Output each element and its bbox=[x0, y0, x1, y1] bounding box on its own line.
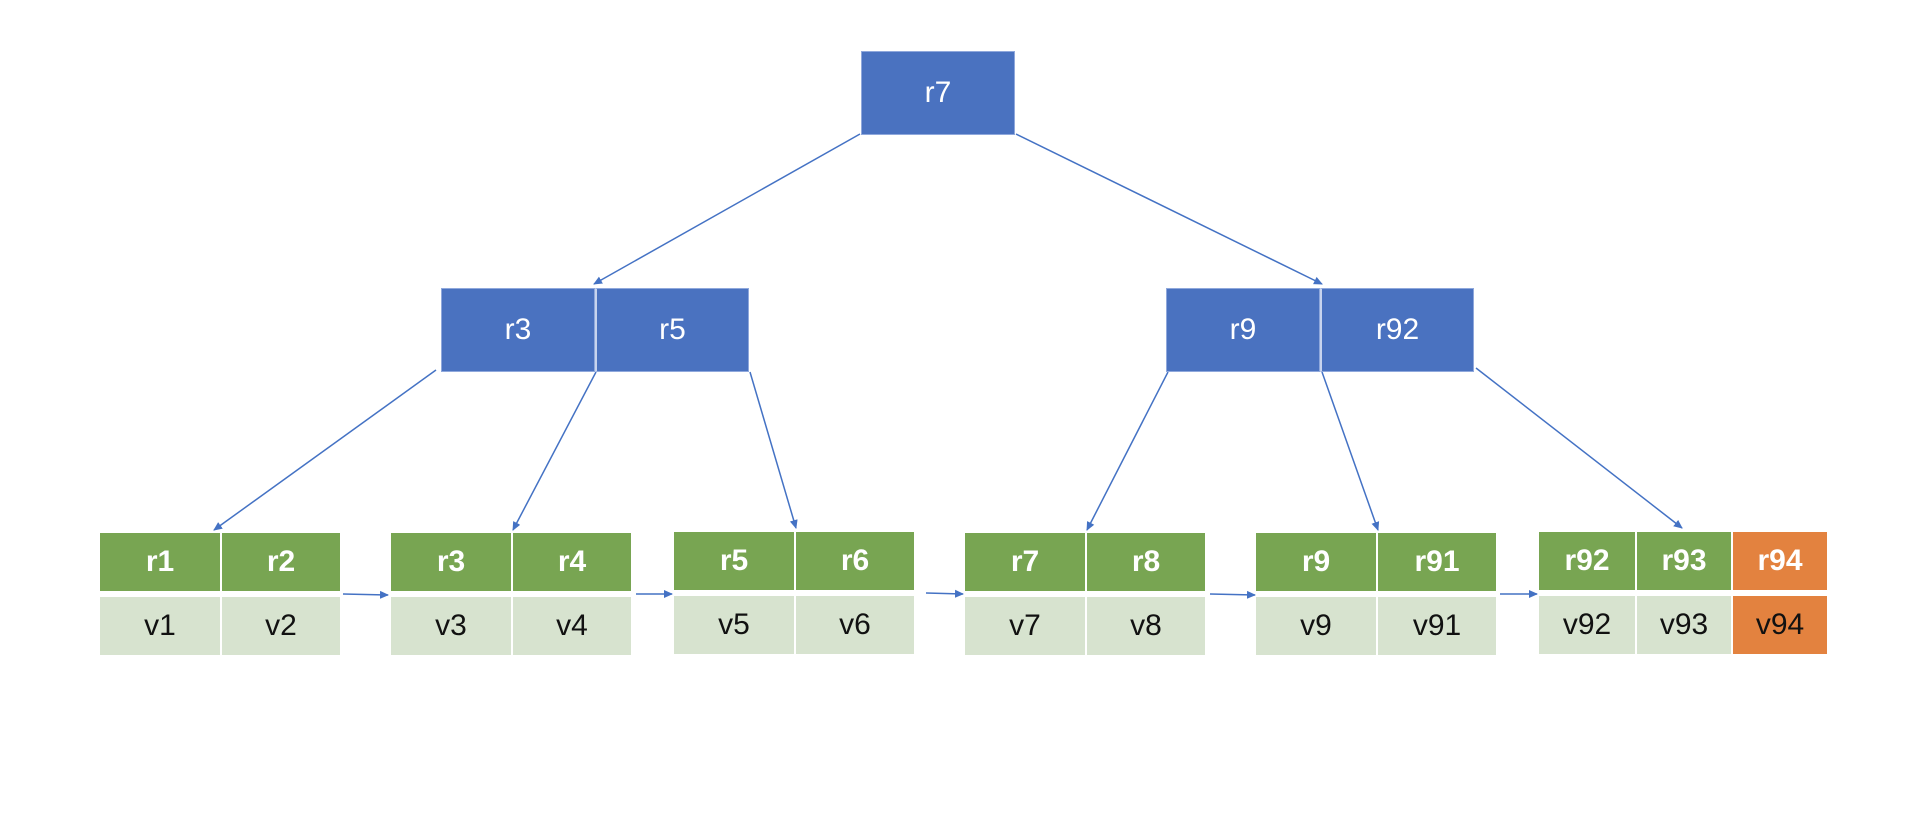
leaf-key: r7 bbox=[965, 533, 1085, 591]
edge-root-to-right bbox=[1015, 133, 1323, 285]
leaf-value-row: v9 v91 bbox=[1256, 597, 1496, 655]
leaf-link-3-4 bbox=[925, 589, 964, 598]
leaf-value: v6 bbox=[794, 596, 914, 654]
leaf-node-1: r1 r2 v1 v2 bbox=[100, 533, 340, 655]
leaf-value: v93 bbox=[1635, 596, 1731, 654]
leaf-node-2: r3 r4 v3 v4 bbox=[391, 533, 631, 655]
leaf-value: v2 bbox=[220, 597, 340, 655]
leaf-value-row: v5 v6 bbox=[674, 596, 914, 654]
leaf-key-row: r5 r6 bbox=[674, 532, 914, 590]
internal-node-left: r3 r5 bbox=[441, 288, 749, 372]
leaf-key: r8 bbox=[1085, 533, 1205, 591]
edge-root-to-left bbox=[593, 133, 861, 285]
leaf-key-row: r1 r2 bbox=[100, 533, 340, 591]
leaf-link-4-5 bbox=[1209, 590, 1256, 599]
edge-left-to-leaf3 bbox=[749, 371, 798, 529]
leaf-value-row: v1 v2 bbox=[100, 597, 340, 655]
edge-right-to-leaf4 bbox=[1086, 371, 1169, 531]
leaf-value-row: v3 v4 bbox=[391, 597, 631, 655]
internal-key: r9 bbox=[1166, 288, 1320, 372]
leaf-node-4: r7 r8 v7 v8 bbox=[965, 533, 1205, 655]
leaf-value: v8 bbox=[1085, 597, 1205, 655]
leaf-key-row: r3 r4 bbox=[391, 533, 631, 591]
edge-right-to-leaf5 bbox=[1321, 371, 1380, 531]
edge-left-to-leaf1 bbox=[213, 369, 437, 531]
internal-key: r92 bbox=[1320, 288, 1474, 372]
leaf-node-6: r92 r93 r94 v92 v93 v94 bbox=[1539, 532, 1827, 654]
leaf-key: r5 bbox=[674, 532, 794, 590]
leaf-value: v1 bbox=[100, 597, 220, 655]
internal-key: r3 bbox=[441, 288, 595, 372]
root-node: r7 bbox=[861, 51, 1015, 135]
leaf-node-3: r5 r6 v5 v6 bbox=[674, 532, 914, 654]
leaf-value: v4 bbox=[511, 597, 631, 655]
leaf-link-1-2 bbox=[342, 590, 389, 599]
leaf-value-row: v7 v8 bbox=[965, 597, 1205, 655]
leaf-key: r93 bbox=[1635, 532, 1731, 590]
edge-left-to-leaf2 bbox=[512, 371, 597, 531]
leaf-value: v5 bbox=[674, 596, 794, 654]
leaf-value: v9 bbox=[1256, 597, 1376, 655]
leaf-key-row: r7 r8 bbox=[965, 533, 1205, 591]
internal-key: r5 bbox=[595, 288, 749, 372]
edge-right-to-leaf6 bbox=[1475, 367, 1683, 529]
leaf-key: r1 bbox=[100, 533, 220, 591]
leaf-value: v91 bbox=[1376, 597, 1496, 655]
leaf-key: r6 bbox=[794, 532, 914, 590]
leaf-key: r9 bbox=[1256, 533, 1376, 591]
leaf-key-row: r92 r93 r94 bbox=[1539, 532, 1827, 590]
leaf-key-row: r9 r91 bbox=[1256, 533, 1496, 591]
leaf-value: v7 bbox=[965, 597, 1085, 655]
leaf-key: r4 bbox=[511, 533, 631, 591]
leaf-key: r3 bbox=[391, 533, 511, 591]
leaf-value: v92 bbox=[1539, 596, 1635, 654]
leaf-value: v3 bbox=[391, 597, 511, 655]
leaf-value-highlighted: v94 bbox=[1731, 596, 1827, 654]
leaf-node-5: r9 r91 v9 v91 bbox=[1256, 533, 1496, 655]
leaf-value-row: v92 v93 v94 bbox=[1539, 596, 1827, 654]
root-key: r7 bbox=[861, 51, 1015, 135]
leaf-key: r92 bbox=[1539, 532, 1635, 590]
leaf-key: r91 bbox=[1376, 533, 1496, 591]
leaf-key: r2 bbox=[220, 533, 340, 591]
internal-node-right: r9 r92 bbox=[1166, 288, 1474, 372]
leaf-key-highlighted: r94 bbox=[1731, 532, 1827, 590]
